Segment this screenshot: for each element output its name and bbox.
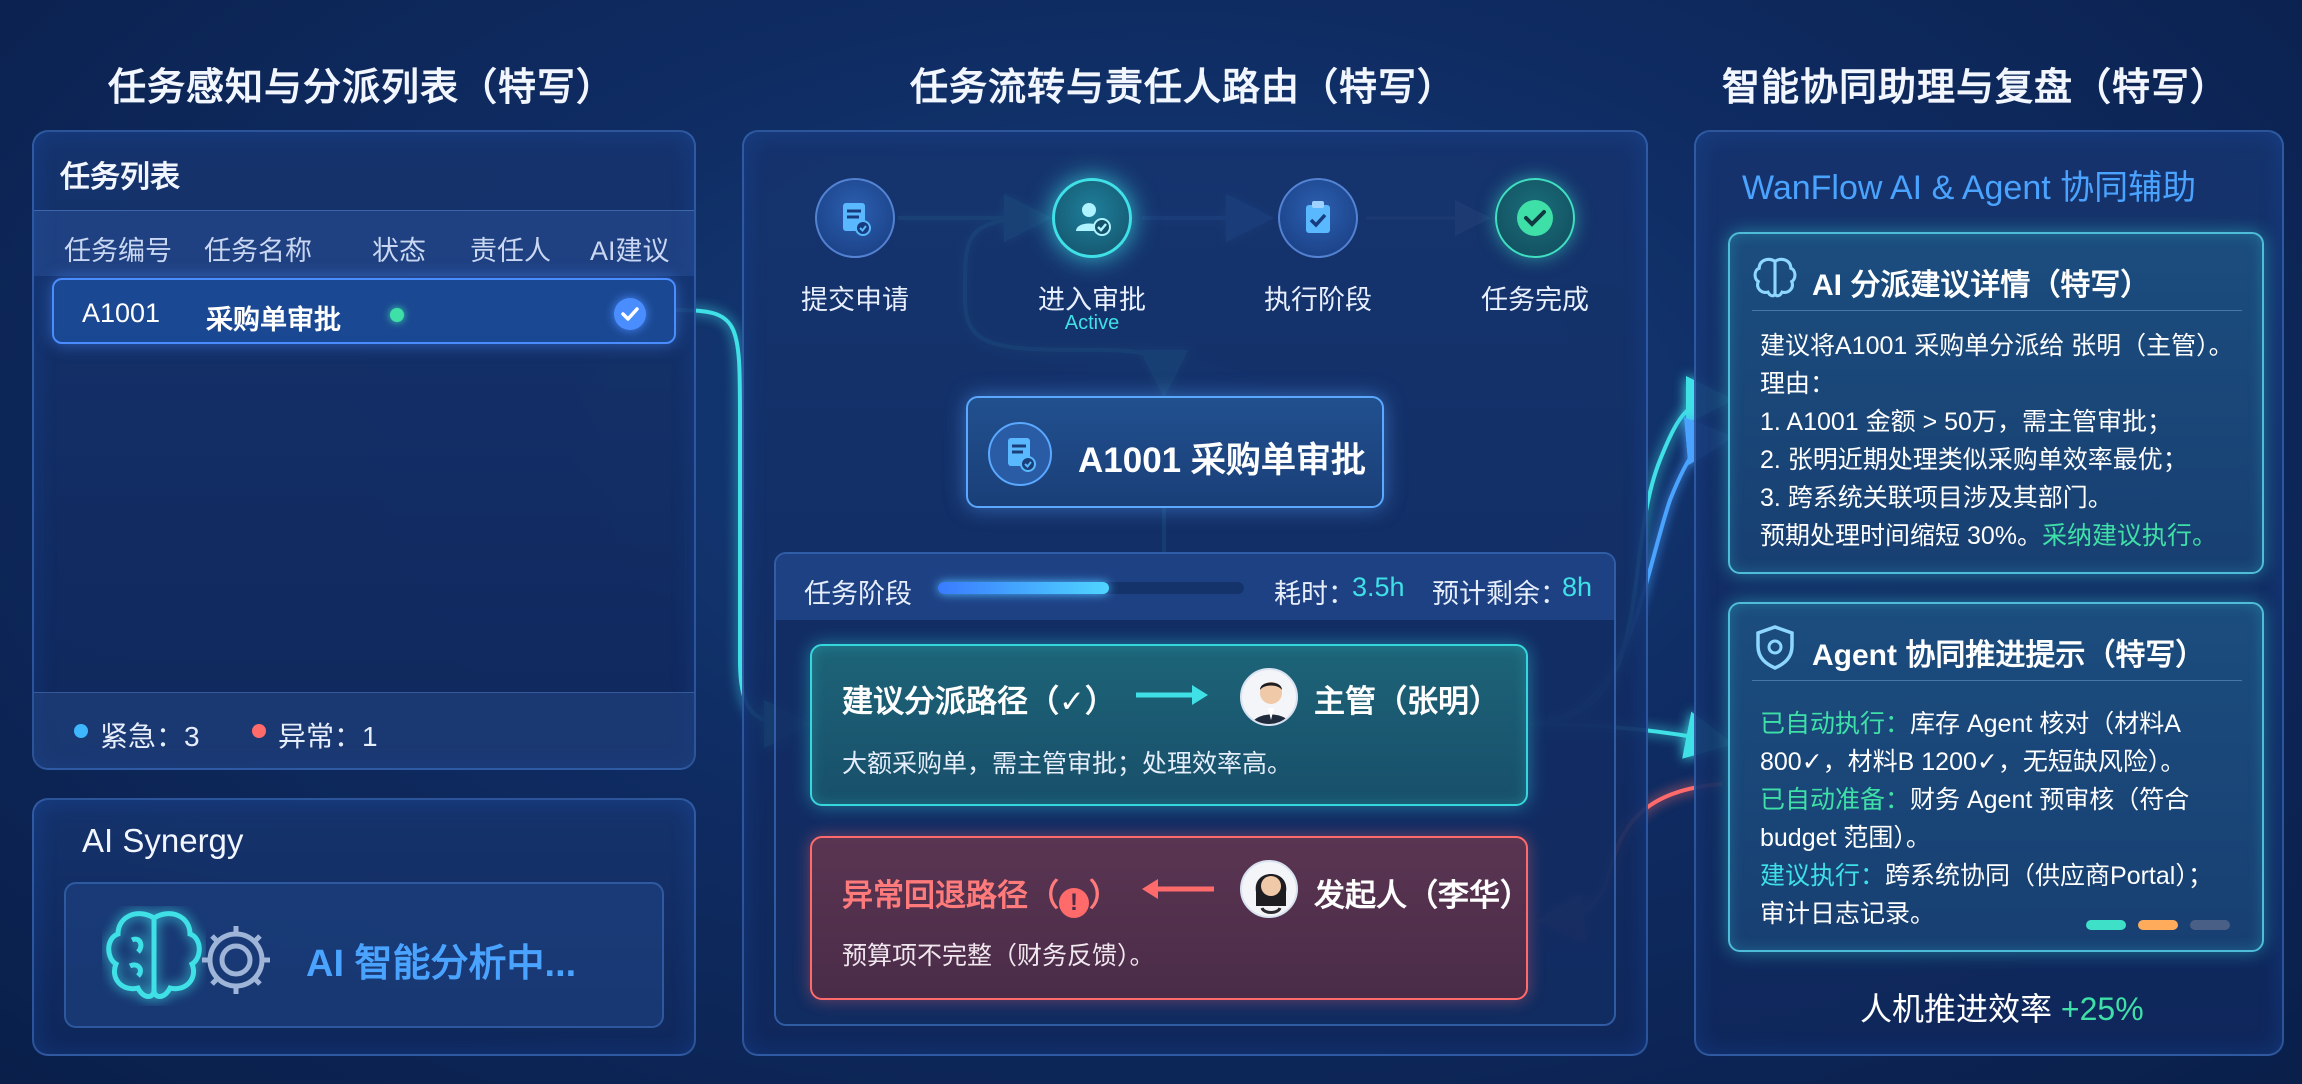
abnormal-dot: [252, 724, 266, 738]
reject-path-title: 异常回退路径（!）: [842, 870, 1120, 918]
auto-prepared-val: 财务 Agent 预审核（符合: [1910, 786, 2190, 814]
row-task-name: 采购单审批: [206, 305, 341, 335]
reject-assignee: 发起人（李华）: [1314, 878, 1531, 913]
agent-card-title: Agent 协同推进提示（特写）: [1812, 639, 2206, 672]
stage-label: 任务阶段: [804, 579, 912, 609]
reject-title-end: ）: [1089, 878, 1120, 913]
ai-analyzing-text: AI 智能分析中...: [306, 943, 577, 985]
col-ai-suggest[interactable]: AI建议: [590, 236, 670, 266]
ai-card-divider: [1752, 310, 2242, 311]
step-complete-label: 任务完成: [1481, 285, 1589, 315]
ai-suggest-detail-card[interactable]: AI 分派建议详情（特写） 建议将A1001 采购单分派给 张明（主管）。 理由…: [1728, 232, 2264, 574]
efficiency-metric: 人机推进效率 +25%: [1860, 984, 2144, 1030]
task-stage-header: 任务阶段 耗时： 3.5h 预计剩余： 8h: [776, 554, 1614, 620]
step-submit-label: 提交申请: [801, 285, 909, 315]
col-task-id[interactable]: 任务编号: [64, 236, 172, 266]
ai-line-6: 预期处理时间缩短 30%。采纳建议执行。: [1760, 516, 2217, 552]
status-chip-orange: [2138, 920, 2178, 930]
step-complete-node[interactable]: [1495, 178, 1575, 258]
suggest-desc: 大额采购单，需主管审批；处理效率高。: [842, 750, 1293, 778]
shield-icon: [1756, 625, 1794, 670]
brain-icon: [1753, 257, 1797, 298]
current-task-title: A1001 采购单审批: [1078, 441, 1366, 480]
task-table-header: 任务编号 任务名称 状态 责任人 AI建议: [34, 210, 694, 276]
remaining-value: 8h: [1562, 572, 1593, 602]
agent-line-2: 800✓，材料B 1200✓，无短缺风险）。: [1760, 748, 2186, 776]
ai-synergy-title: AI Synergy: [82, 822, 244, 859]
right-section-title: 智能协同助理与复盘（特写）: [1722, 67, 2230, 109]
form-icon: [843, 203, 871, 236]
suggest-path-title: 建议分派路径（✓）: [842, 684, 1116, 719]
ai-line-1: 建议将A1001 采购单分派给 张明（主管）。: [1760, 332, 2234, 360]
col-assignee[interactable]: 责任人: [470, 236, 551, 266]
arrow-right-icon: [1136, 685, 1208, 705]
table-row[interactable]: A1001 采购单审批: [52, 278, 676, 344]
status-dot: [390, 308, 404, 322]
step-active-tag: Active: [1064, 312, 1120, 334]
stage-progress-fill: [938, 582, 1110, 594]
ai-synergy-status-box: AI 智能分析中...: [64, 882, 664, 1028]
assistant-header: WanFlow AI & Agent 协同辅助: [1742, 169, 2197, 207]
step-approval-node[interactable]: [1052, 178, 1132, 258]
left-section-title: 任务感知与分派列表（特写）: [108, 67, 616, 109]
agent-line-4: budget 范围）。: [1760, 824, 1931, 852]
avatar-lihua: [1240, 860, 1298, 918]
alert-icon: !: [1059, 888, 1089, 918]
efficiency-label: 人机推进效率: [1860, 991, 2053, 1027]
agent-hint-card[interactable]: Agent 协同推进提示（特写） 已自动执行：库存 Agent 核对（材料A 8…: [1728, 602, 2264, 952]
status-chip-teal: [2086, 920, 2126, 930]
step-submit-node[interactable]: [815, 178, 895, 258]
ai-card-title: AI 分派建议详情（特写）: [1812, 269, 2151, 302]
status-chip-grey: [2190, 920, 2230, 930]
urgent-count: 紧急：3: [100, 721, 200, 752]
col-status[interactable]: 状态: [372, 236, 426, 266]
avatar-zhangming: [1240, 668, 1298, 726]
auto-executed-key: 已自动执行：: [1760, 710, 1911, 738]
arrow-left-icon: [1142, 879, 1214, 899]
adopt-suggestion-link[interactable]: 采纳建议执行。: [2041, 522, 2217, 550]
elapsed-value: 3.5h: [1352, 572, 1405, 602]
agent-line-5: 建议执行：跨系统协同（供应商Portal）；: [1760, 856, 2213, 892]
ai-last-line: 预期处理时间缩短 30%。: [1760, 522, 2042, 550]
reject-title-text: 异常回退路径（: [842, 878, 1059, 913]
ai-line-3: 1. A1001 金额 > 50万，需主管审批；: [1760, 408, 2172, 436]
abnormal-count: 异常：1: [278, 721, 378, 752]
elapsed-label: 耗时：: [1274, 579, 1355, 609]
auto-prepared-key: 已自动准备：: [1760, 786, 1911, 814]
step-execute-node[interactable]: [1278, 178, 1358, 258]
step-execute-label: 执行阶段: [1264, 285, 1372, 315]
remaining-label: 预计剩余：: [1432, 579, 1567, 609]
agent-line-1: 已自动执行：库存 Agent 核对（材料A: [1760, 704, 2181, 740]
efficiency-value: +25%: [2060, 991, 2144, 1027]
suggest-path-card[interactable]: 建议分派路径（✓） 主管（张明） 大额采购单，需主管审批；处理效率高。: [810, 644, 1528, 806]
step-approval-label: 进入审批: [1038, 285, 1146, 315]
auto-executed-val: 库存 Agent 核对（材料A: [1910, 710, 2181, 738]
ai-line-4: 2. 张明近期处理类似采购单效率最优；: [1760, 446, 2188, 474]
stage-progress-track: [938, 582, 1244, 594]
agent-card-divider: [1752, 680, 2242, 681]
row-task-id: A1001: [82, 298, 161, 328]
ai-suggest-check-icon[interactable]: [614, 298, 646, 330]
clipboard-check-icon: [1306, 201, 1330, 233]
suggest-exec-key: 建议执行：: [1760, 862, 1886, 890]
ai-line-5: 3. 跨系统关联项目涉及其部门。: [1760, 484, 2113, 512]
col-task-name[interactable]: 任务名称: [204, 236, 312, 266]
urgent-dot: [74, 724, 88, 738]
gear-icon: [202, 926, 270, 994]
suggest-exec-val: 跨系统协同（供应商Portal）；: [1885, 862, 2213, 890]
reject-desc: 预算项不完整（财务反馈）。: [842, 942, 1155, 970]
brain-icon: [106, 911, 202, 999]
ai-line-2: 理由：: [1760, 370, 1836, 398]
agent-line-6: 审计日志记录。: [1760, 900, 1936, 928]
middle-section-title: 任务流转与责任人路由（特写）: [910, 67, 1457, 109]
user-check-icon: [1076, 203, 1111, 236]
suggest-assignee: 主管（张明）: [1314, 684, 1500, 719]
task-list-title: 任务列表: [60, 161, 180, 194]
current-task-card[interactable]: A1001 采购单审批: [966, 396, 1384, 508]
task-doc-icon: [988, 422, 1052, 486]
check-circle-icon: [1517, 200, 1553, 236]
reject-path-card[interactable]: 异常回退路径（!） 发起人（李华） 预算项不完整（财务反馈）。: [810, 836, 1531, 1000]
task-list-footer: 紧急：3 异常：1: [34, 692, 694, 768]
agent-line-3: 已自动准备：财务 Agent 预审核（符合: [1760, 780, 2189, 816]
